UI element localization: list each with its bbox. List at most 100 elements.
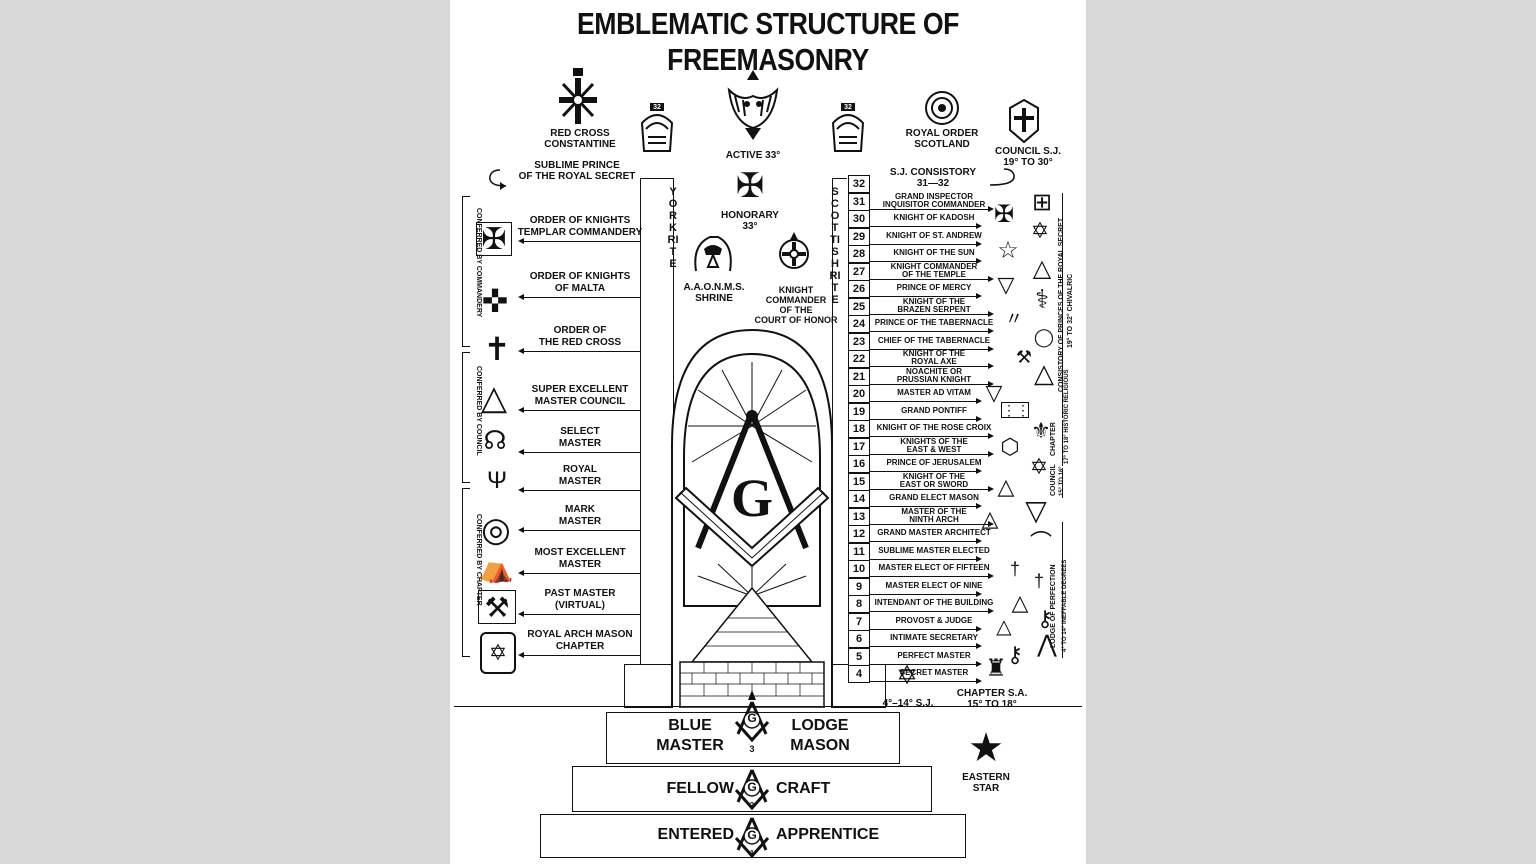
red-cross-constantine-emblem [559, 68, 597, 124]
chapter-brace-top [462, 488, 470, 489]
scottish-rite-degree-number: 4 [848, 665, 870, 683]
scottish-rite-degree-name: MASTER OF THE NINTH ARCH [901, 506, 967, 524]
central-arch-emblem [671, 328, 833, 708]
diagram-title: EMBLEMATIC STRUCTURE OF FREEMASONRY [576, 6, 960, 77]
knight-of-sun-star-icon: ☆ [997, 237, 1019, 264]
pillar-cap-right-number: 32 [844, 104, 852, 111]
chapter-sj-group-label: CHAPTER [1050, 422, 1057, 456]
honorary-33-label: HONORARY 33° [721, 210, 779, 232]
intimate-secretary-triangle-icon: △ [996, 616, 1012, 638]
scottish-rite-degree-number: 27 [848, 262, 870, 281]
commander-temple-triangle-icon: △ [1032, 255, 1052, 282]
shrine-label: A.A.O.N.M.S. SHRINE [683, 282, 745, 304]
york-rite-degree-arrow [518, 527, 640, 533]
scottish-rite-degree-name: KNIGHT OF THE ROSE CROIX [876, 423, 992, 432]
diagram-sheet: EMBLEMATIC STRUCTURE OF FREEMASONRY RED … [450, 0, 1086, 864]
scottish-rite-degree-number: 13 [848, 507, 870, 526]
step-3-left-label: BLUE MASTER [656, 717, 724, 754]
scottish-rite-degree-name: GRAND PONTIFF [901, 405, 967, 415]
chapter-brace [462, 488, 463, 656]
scottish-rite-degree-number: 32 [848, 175, 870, 193]
scottish-rite-degree-number: 10 [848, 560, 870, 578]
york-rite-degree-label: ROYAL MASTER [558, 464, 602, 487]
scottish-rite-degree-name: GRAND MASTER ARCHITECT [877, 528, 991, 537]
step-1-letter-g: G [747, 828, 757, 842]
scottish-rite-degree-arrow [870, 643, 982, 649]
step-3-square-compass-icon [734, 690, 770, 743]
step-1-left-label: ENTERED [657, 826, 734, 843]
scottish-rite-degree-arrow [870, 293, 982, 299]
chief-tabernacle-censer-icon: ◯ [1033, 327, 1055, 347]
consistory-group-sublabel: 19° TO 32° CHIVALRIC [1067, 273, 1074, 348]
scottish-rite-degree-name: PRINCE OF THE TABERNACLE [874, 318, 994, 327]
scottish-rite-degree-number: 7 [848, 612, 870, 631]
perfect-master-compass-icon: ⋀ [1037, 631, 1057, 658]
prince-jerusalem-star-icon: ✡ [1029, 454, 1049, 479]
council-sj-group-sublabel: 15° TO 16° [1059, 466, 1065, 496]
east-sword-triangle-icon: △ [997, 474, 1015, 499]
elect-dagger-icon: † [1009, 559, 1020, 579]
york-rite-degree-label: ORDER OF KNIGHTS TEMPLAR COMMANDERY [517, 215, 643, 238]
knight-commander-label: KNIGHT COMMANDER OF THE COURT OF HONOR [754, 285, 838, 325]
chapter-sa-emblem-icon: ♜ [985, 655, 1007, 682]
council-brace-top [462, 352, 470, 353]
scottish-rite-vertical-label: SCOTTISHRITE [829, 186, 841, 306]
scottish-rite-degree-row: 21 NOACHITE OR PRUSSIAN KNIGHT [848, 366, 1063, 387]
grand-architect-compass-icon: ⌒ [1029, 530, 1052, 555]
step-2-number: 2 [749, 801, 755, 810]
sj-consistory-curve-arrow [990, 168, 1015, 186]
royal-axe-icon: ⚒ [1015, 347, 1033, 367]
scottish-rite-degree-row: 13 MASTER OF THE NINTH ARCH [848, 506, 1063, 527]
sj-4-14-star-icon: ✡ [896, 660, 918, 690]
scottish-rite-degree-number: 11 [848, 542, 870, 561]
scottish-rite-degree-number: 21 [848, 367, 870, 386]
scottish-rite-degree-number: 5 [848, 647, 870, 666]
scottish-rite-degree-arrow [870, 380, 994, 387]
sublime-prince-curve-arrow [489, 169, 507, 190]
knight-of-kadosh-cross-icon: ✠ [993, 201, 1015, 228]
scottish-rite-degree-name: SUBLIME MASTER ELECTED [878, 545, 990, 555]
scottish-rite-degree-arrow [870, 205, 994, 212]
scottish-rite-degree-name: NOACHITE OR PRUSSIAN KNIGHT [896, 366, 972, 384]
chapter-sj-group-sublabel: 17° TO 18° HISTORIC RELIGIOUS [1064, 369, 1070, 464]
step-2-square-compass-icon [734, 769, 770, 811]
scottish-rite-degree-arrow [870, 398, 982, 404]
scottish-rite-degree-arrow [870, 363, 994, 369]
scottish-rite-degree-number: 19 [848, 402, 870, 421]
york-rite-degree-label: SUPER EXCELLENT MASTER COUNCIL [531, 384, 629, 407]
scottish-rite-degree-arrow [870, 345, 994, 352]
lodge-perfection-group-sublabel: 4° TO 14° INEFFABLE DEGREES [1062, 559, 1068, 652]
royal-order-scotland-label: ROYAL ORDER SCOTLAND [905, 128, 979, 150]
scottish-rite-degree-arrow [870, 660, 982, 667]
scottish-rite-degree-arrow [870, 538, 982, 544]
step-1-right-label: APPRENTICE [776, 826, 880, 843]
council-sj-emblem [1009, 98, 1039, 144]
scottish-rite-degree-name: SECRET MASTER [899, 668, 969, 677]
council-brace-bottom [462, 482, 470, 483]
scottish-rite-degree-number: 8 [848, 595, 870, 613]
scottish-rite-degree-arrow [870, 485, 994, 492]
scottish-rite-degree-arrow [870, 625, 982, 632]
grand-pontiff-scroll-icon: ⋮⋮ [1001, 402, 1030, 418]
ground-line [454, 706, 1082, 707]
scottish-rite-degree-number: 22 [848, 350, 870, 368]
scottish-rite-degree-number: 9 [848, 577, 870, 596]
elect-nine-dagger-icon: † [1033, 571, 1044, 591]
step-3-number: 3 [749, 744, 755, 754]
scottish-rite-degree-arrow [870, 678, 982, 684]
royal-order-scotland-emblem [925, 91, 959, 125]
scottish-rite-degree-arrow [870, 223, 982, 229]
past-master-square-compass-icon: ⚒ [478, 590, 516, 624]
scottish-rite-degree-arrow [870, 555, 982, 562]
scottish-rite-degree-number: 29 [848, 227, 870, 246]
eastern-star-icon: ★ [968, 726, 1004, 770]
york-rite-degree-arrow [518, 238, 640, 244]
scottish-rite-degree-number: 30 [848, 210, 870, 228]
